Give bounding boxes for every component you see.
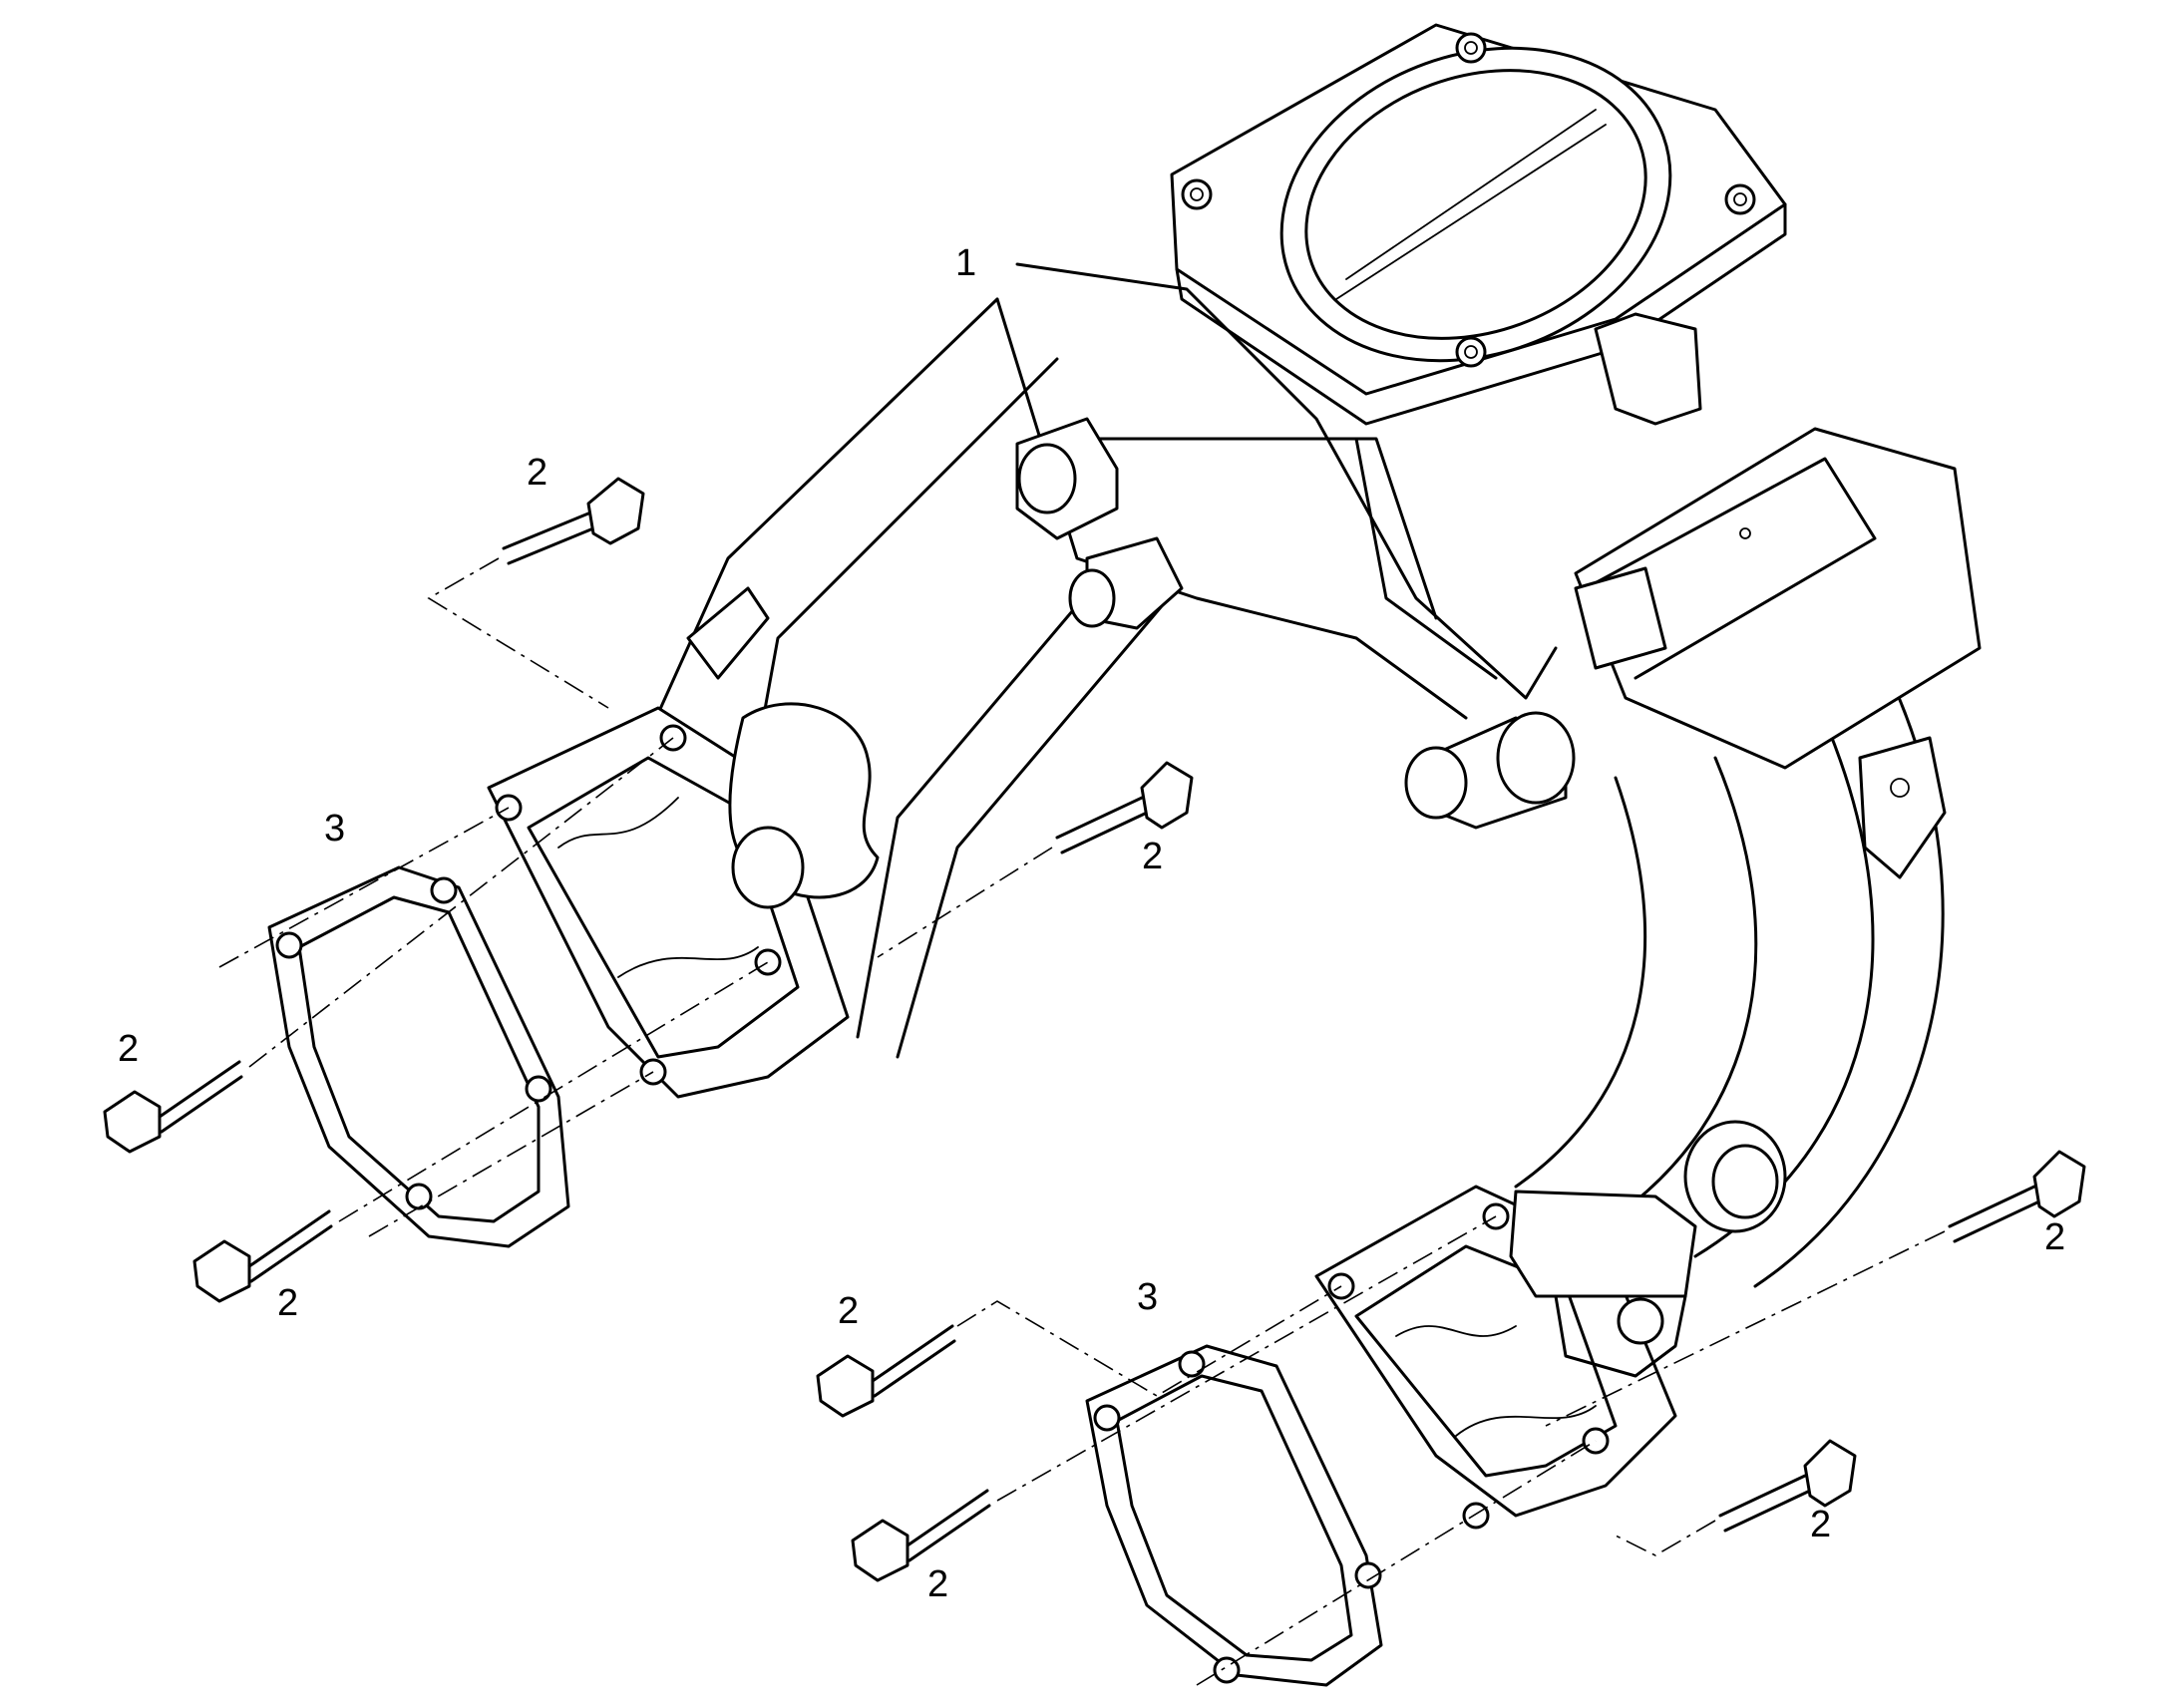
bolt-g	[1948, 1150, 2086, 1243]
callout-part-3: 3	[324, 808, 346, 850]
callout-part-3: 3	[1137, 1276, 1159, 1318]
bolt-b	[1055, 761, 1194, 854]
callout-part-2: 2	[1810, 1504, 1832, 1545]
callout-part-2: 2	[2044, 1216, 2066, 1258]
gasket-lower-right	[1085, 1344, 1383, 1687]
upper-left-port-flange	[487, 586, 880, 1099]
callout-part-2: 2	[927, 1563, 949, 1605]
callout-part-1: 1	[955, 242, 977, 284]
callout-part-2: 2	[527, 452, 548, 494]
bolt-a	[502, 477, 645, 565]
callout-part-2: 2	[1142, 836, 1164, 877]
bolt-c	[103, 1060, 243, 1154]
gasket-upper-left	[267, 865, 570, 1248]
bolt-f	[851, 1489, 991, 1582]
callout-part-2: 2	[118, 1028, 140, 1070]
intake-manifold	[636, 23, 1982, 1288]
flange-bolts	[103, 477, 2086, 1582]
bolt-d	[192, 1209, 333, 1303]
assembly-center-lines	[218, 557, 1946, 1686]
bolt-h	[1718, 1439, 1857, 1533]
callout-part-2: 2	[838, 1290, 860, 1332]
lower-right-port-flange	[1314, 1120, 1787, 1530]
callout-part-2: 2	[277, 1282, 299, 1324]
bolt-e	[816, 1324, 956, 1418]
